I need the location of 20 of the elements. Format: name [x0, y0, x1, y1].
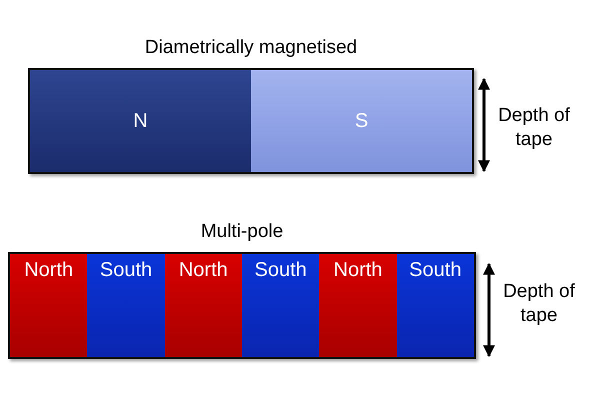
- pole-label: South: [254, 258, 307, 283]
- dimension-label: Depth of tape: [502, 280, 576, 328]
- pole-label: North: [334, 258, 382, 283]
- pole-segment: [319, 254, 397, 357]
- pole-segment: [30, 70, 251, 172]
- pole-segment: [87, 254, 165, 357]
- pole-segment: [396, 254, 474, 357]
- heading: Diametrically magnetised: [144, 38, 358, 57]
- pole-label: South: [100, 258, 152, 283]
- pole-segment: [164, 254, 242, 357]
- pole-label: North: [24, 258, 74, 283]
- heading: Multi-pole: [200, 222, 284, 241]
- dimension-label: Depth of tape: [497, 104, 571, 152]
- pole-label: North: [178, 258, 228, 283]
- pole-label: N: [133, 108, 148, 134]
- pole-segment: [242, 254, 320, 357]
- pole-label: South: [409, 258, 462, 283]
- pole-segment: [10, 254, 88, 357]
- pole-segment: [251, 70, 472, 172]
- pole-label: S: [354, 108, 368, 134]
